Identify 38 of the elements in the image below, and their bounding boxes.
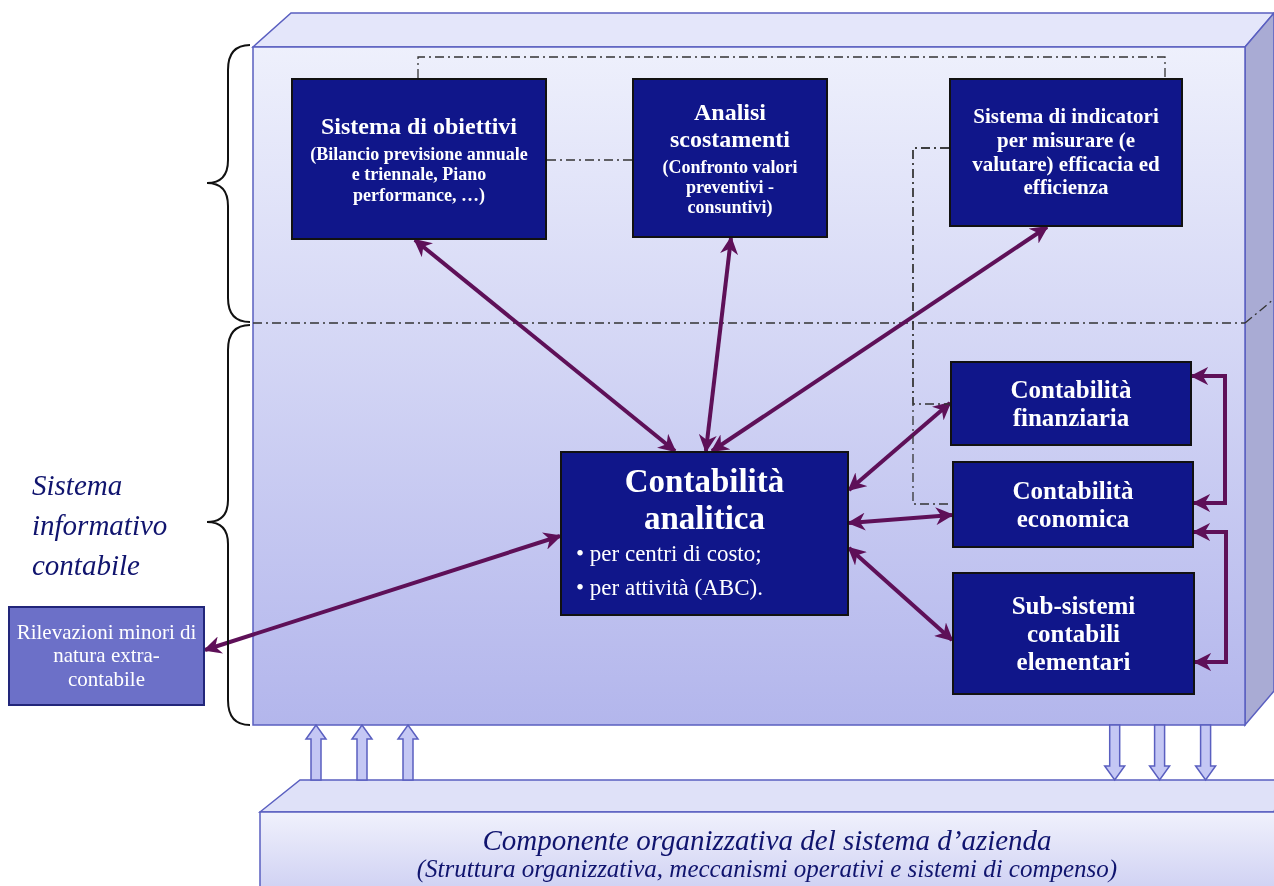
double-arrow: [847, 507, 954, 531]
box-title: Sistema di indicatori per misurare (e valutare) efficacia ed efficienza: [971, 105, 1161, 200]
box-text: Rilevazioni minori di natura extra-contabile: [16, 620, 197, 692]
box-text: (Confronto valori preventivi - consuntivi): [661, 156, 799, 218]
box-title: Analisi scostamenti: [669, 98, 791, 153]
double-arrow: [847, 401, 952, 492]
double-arrow: [1192, 523, 1228, 671]
box-title: Contabilità finanziaria: [1009, 375, 1133, 432]
process-box: [632, 78, 828, 238]
process-box: [291, 78, 547, 240]
double-arrow: [203, 532, 562, 654]
process-box: [952, 572, 1195, 695]
process-box: [560, 451, 849, 616]
box-title: Sub-sistemi contabili elementari: [1010, 591, 1137, 676]
box-text: (Bilancio previsione annuale e triennale, Piano performance, …): [309, 144, 529, 205]
hollow-arrow: [396, 723, 420, 781]
box-title: Sistema di obiettivi: [321, 113, 517, 141]
note-box: [8, 606, 205, 706]
hollow-arrow: [350, 723, 374, 781]
process-box: [950, 361, 1192, 446]
hollow-arrow: [304, 723, 328, 781]
box-title: Contabilità economica: [1011, 476, 1135, 533]
hollow-arrow: [1194, 724, 1218, 782]
process-box: [949, 78, 1183, 227]
side-label: Sistema informativo contabile: [32, 468, 169, 584]
double-arrow: [413, 238, 677, 453]
double-arrow: [847, 546, 954, 642]
dash-dot-line: [417, 56, 1166, 79]
hollow-arrow: [1148, 724, 1172, 782]
dash-dot-line: [546, 159, 633, 161]
box-title: Contabilità analitica: [623, 463, 786, 538]
process-box: [952, 461, 1194, 548]
double-arrow: [698, 236, 739, 453]
hollow-arrow: [1103, 724, 1127, 782]
bullet-item: • per centri di costo;: [575, 540, 762, 569]
double-arrow: [710, 225, 1049, 453]
double-arrow: [1190, 367, 1227, 512]
bullet-item: • per attività (ABC).: [575, 573, 763, 602]
